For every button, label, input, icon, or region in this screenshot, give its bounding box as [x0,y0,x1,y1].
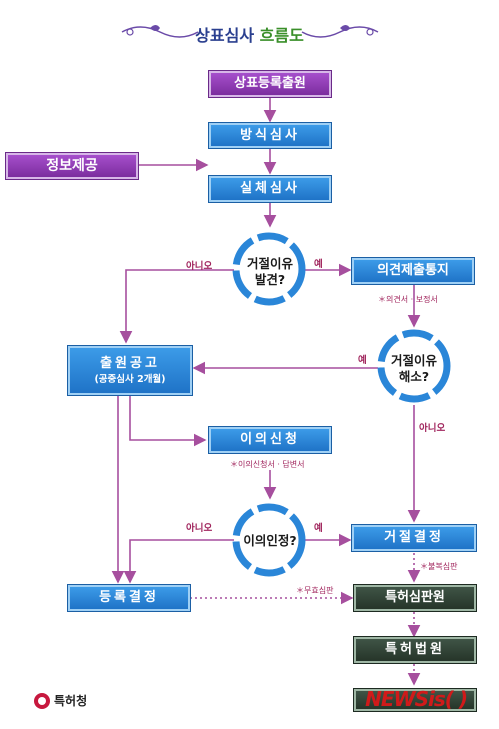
decision-ring-3 [232,503,306,577]
decision-ring-1 [232,232,306,306]
decision-rejection-resolved: 거절이유 해소? [390,353,437,384]
publication-label: 출원공고 [100,355,160,371]
publication-sub-label: (공중심사 2개월) [94,374,166,386]
node-trademark-application: 상표등록출원 [209,71,331,97]
label-no-3: 아니오 [186,523,213,534]
node-substantive-exam: 실체심사 [209,176,331,202]
label-no-1: 아니오 [186,261,213,272]
label-yes-3: 예 [314,523,323,534]
arrow-no-to-registration [123,539,234,584]
decision-opposition-accepted: 이의인정? [243,533,297,548]
decision-ring-2 [377,329,451,403]
label-yes-1: 예 [314,259,323,270]
node-info-provision: 정보제공 [6,153,138,179]
note-invalidation: ＊무효심판 [296,586,334,595]
node-ip-tribunal: 특허심판원 [354,585,476,611]
kipo-mark-icon [34,692,50,709]
node-patent-court: 특허법원 [354,637,476,663]
title-ornament-right [301,25,379,38]
node-publication: 출원공고 (공중심사 2개월) [68,346,192,395]
label-no-2: 아니오 [419,423,446,434]
page-title: 상표심사 흐름도 [0,22,499,46]
node-registration-decision: 등록결정 [68,585,190,611]
node-formality-exam: 방식심사 [209,123,331,148]
label-yes-2: 예 [358,355,367,366]
node-supreme-court [354,689,476,711]
kipo-logo-text: 특허청 [54,694,88,708]
node-opposition: 이의신청 [209,427,331,453]
title-part1: 상표심사 [195,26,255,45]
arrow-no-to-publication [119,269,234,344]
title-ornament-left [121,25,199,38]
arrow-publication-to-opposition [129,396,207,447]
decision-rejection-found: 거절이유 발견? [246,256,293,287]
node-refusal-decision: 거절결정 [352,525,476,551]
node-opinion-notice: 의견제출통지 [352,258,474,284]
title-part2: 흐름도 [259,26,304,45]
newsis-watermark: NEWSis( ) [365,687,468,711]
note-appeal-refusal: ＊불복심판 [420,562,458,571]
note-opinion-docs: ＊의견서 · 보정서 [378,295,438,304]
note-opposition-docs: ＊이의신청서 · 답변서 [230,460,305,469]
kipo-logo: 특허청 [34,692,87,709]
